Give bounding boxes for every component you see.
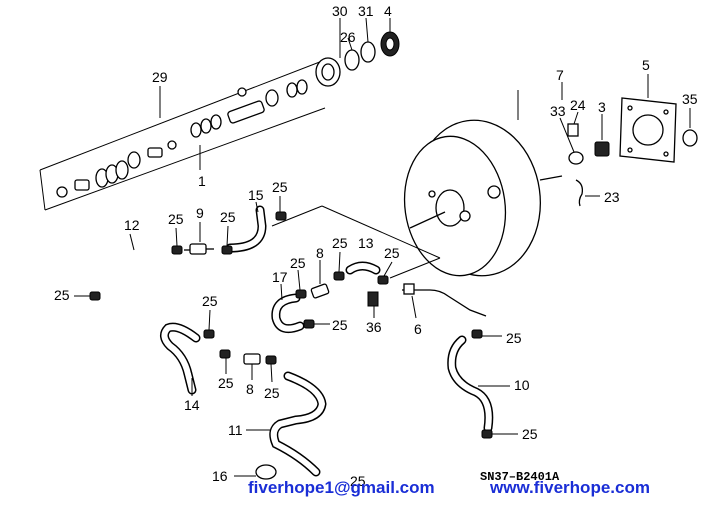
callout-3: 3 [598,99,606,115]
hose-15 [225,201,267,253]
callout-25-h: 25 [332,317,348,333]
callout-25-m: 25 [522,426,538,442]
callout-25-e: 25 [384,245,400,261]
callout-29: 29 [152,69,168,85]
callout-14: 14 [184,397,200,413]
clip-23 [575,179,600,207]
master-cylinder-kit-frame [39,57,331,211]
callout-25-a: 25 [272,179,288,195]
hose-10 [447,335,510,433]
callout-5: 5 [642,57,650,73]
callout-8-a: 8 [316,245,324,261]
vacuum-line-frame [271,205,441,279]
callout-26: 26 [340,29,356,45]
cap-35 [682,108,698,147]
hose-13 [345,261,381,275]
seal-assembly-30 [315,18,341,87]
drawing-reference-code: SN37–B2401A [480,470,560,484]
callout-25-l: 25 [264,385,280,401]
callout-12: 12 [124,217,140,233]
seal-26 [344,37,360,71]
vacuum-pipe-6 [402,283,487,319]
bolt-24 [567,111,579,137]
callout-25-j: 25 [506,330,522,346]
callout-10: 10 [514,377,530,393]
callout-15: 15 [248,187,264,203]
brake-booster [403,90,563,277]
snap-ring-31 [360,17,376,63]
callout-35: 35 [682,91,698,107]
hose-17 [271,283,305,334]
callout-25-k: 25 [218,375,234,391]
callout-17: 17 [272,269,288,285]
grommet-4 [380,18,400,57]
watermark-email: fiverhope1@gmail.com [248,478,435,497]
hose-12 [88,233,169,295]
check-valve-8-upper [310,260,330,299]
callout-25-d: 25 [332,235,348,251]
callout-31: 31 [358,3,374,19]
callout-25-g: 25 [54,287,70,303]
callout-9: 9 [196,205,204,221]
callout-25-n: 25 [350,473,366,489]
gasket-5 [619,74,677,163]
callout-11: 11 [228,422,243,438]
callout-25-i: 25 [202,293,218,309]
nut-33 [559,82,584,165]
callout-7: 7 [556,67,564,83]
check-valve-8-lower [243,353,261,380]
hose-clamps-25 [74,196,518,439]
check-valve-9 [184,222,214,255]
callout-30: 30 [332,3,348,19]
callout-8-b: 8 [246,381,254,397]
callout-1: 1 [198,173,206,189]
hose-clamp-16 [234,464,277,480]
callout-23: 23 [604,189,620,205]
callout-25-f: 25 [290,255,306,271]
callout-16: 16 [212,468,228,484]
callout-24: 24 [570,97,586,113]
master-cylinder-kit-parts [56,79,308,198]
callout-36: 36 [366,319,382,335]
hose-11 [246,371,327,477]
joint-3 [594,114,610,157]
callout-33: 33 [550,103,566,119]
fitting-36 [367,291,379,318]
callout-4: 4 [384,3,392,19]
watermark-website: www.fiverhope.com [489,478,650,497]
callout-13: 13 [358,235,374,251]
callout-25-b: 25 [168,211,184,227]
callout-25-c: 25 [220,209,236,225]
hose-14 [160,322,201,396]
callout-6: 6 [414,321,422,337]
